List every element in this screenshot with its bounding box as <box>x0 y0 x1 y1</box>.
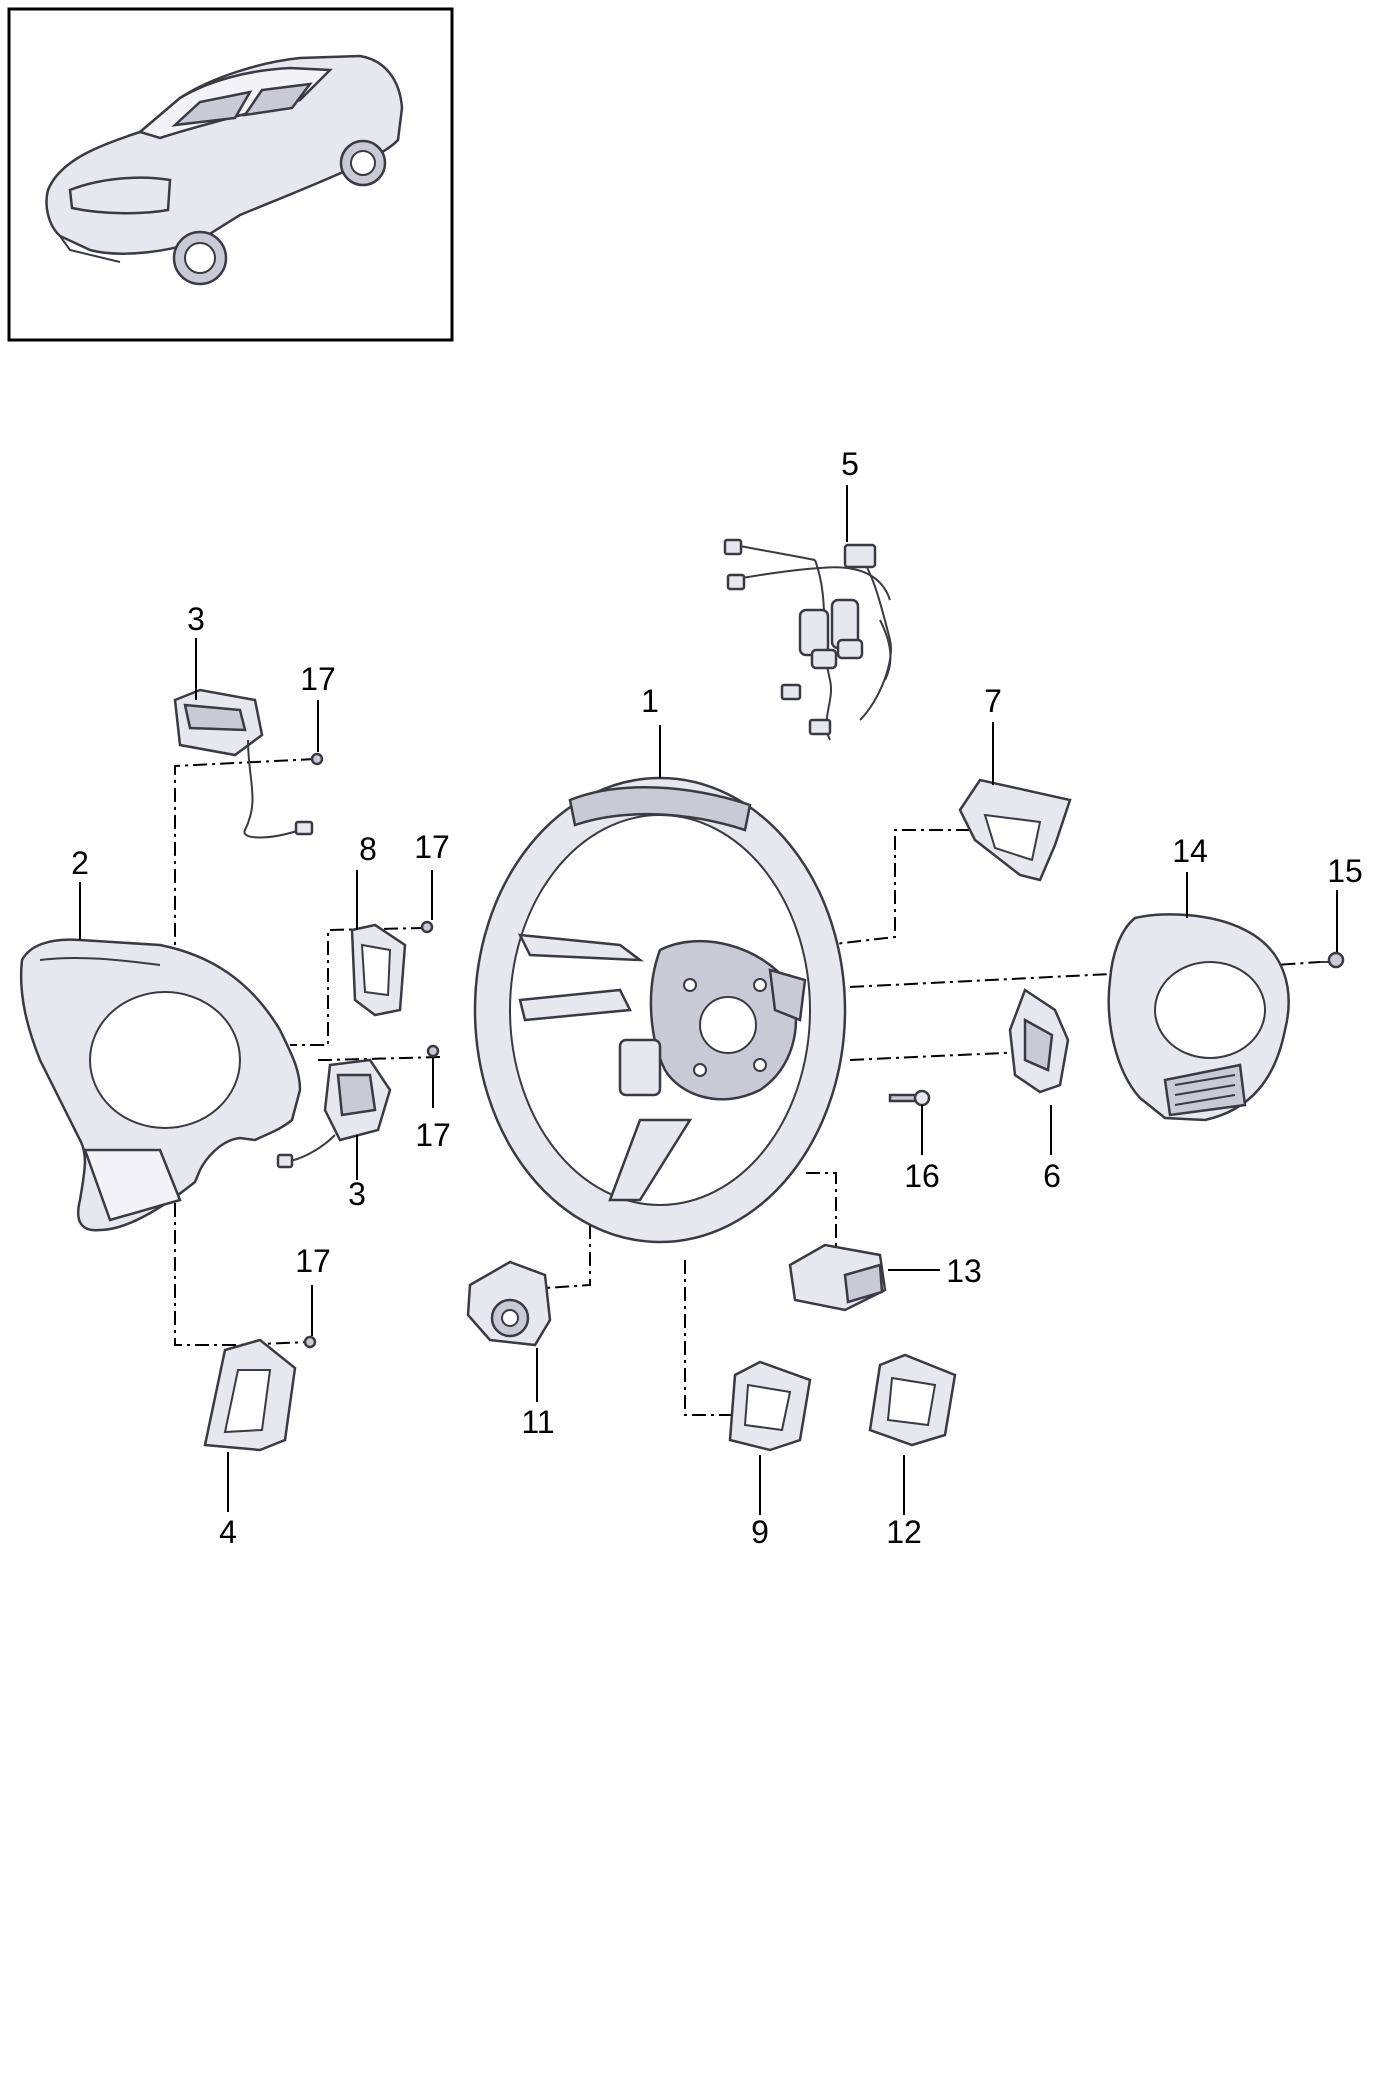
steering-wheel <box>473 776 847 1244</box>
clock-spring <box>466 1260 552 1347</box>
trim-cover <box>19 938 302 1232</box>
callout-17-mid: 17 <box>414 829 450 865</box>
callout-labels: 1 2 3 17 8 17 17 3 17 4 5 7 14 15 6 16 1… <box>71 446 1363 1550</box>
callout-15: 15 <box>1327 853 1363 889</box>
screws-17 <box>303 752 440 1349</box>
control-module <box>788 1243 887 1312</box>
callout-3-lower: 3 <box>348 1176 366 1212</box>
callout-2: 2 <box>71 845 89 881</box>
switch-lower <box>276 1058 392 1169</box>
trim-9 <box>728 1360 812 1452</box>
trim-12 <box>868 1353 957 1447</box>
bolt-16 <box>888 1089 931 1107</box>
callout-6: 6 <box>1043 1158 1061 1194</box>
bracket-8 <box>350 923 407 1017</box>
callout-8: 8 <box>359 831 377 867</box>
callout-7: 7 <box>984 683 1002 719</box>
callout-17-right: 17 <box>415 1117 451 1153</box>
callout-3-upper: 3 <box>187 601 205 637</box>
trim-7 <box>958 778 1072 882</box>
trim-6 <box>1008 988 1070 1094</box>
leader-lines <box>79 485 1338 1515</box>
callout-14: 14 <box>1172 833 1208 869</box>
switch-upper <box>173 688 314 839</box>
screw-15 <box>1320 951 1345 969</box>
callout-17-lower: 17 <box>295 1243 331 1279</box>
callout-11: 11 <box>521 1404 554 1440</box>
callout-17-upper: 17 <box>300 661 336 697</box>
callout-9: 9 <box>751 1514 769 1550</box>
callout-13: 13 <box>946 1253 982 1289</box>
callout-1: 1 <box>641 683 659 719</box>
wiring-harness <box>723 538 892 741</box>
callout-12: 12 <box>886 1514 922 1550</box>
bracket-4 <box>203 1338 297 1452</box>
callout-16: 16 <box>904 1158 940 1194</box>
sports-car-icon <box>45 54 404 286</box>
callout-4: 4 <box>219 1514 237 1550</box>
callout-5: 5 <box>841 446 859 482</box>
column-cover <box>1107 913 1290 1122</box>
vehicle-thumbnail <box>7 7 454 342</box>
